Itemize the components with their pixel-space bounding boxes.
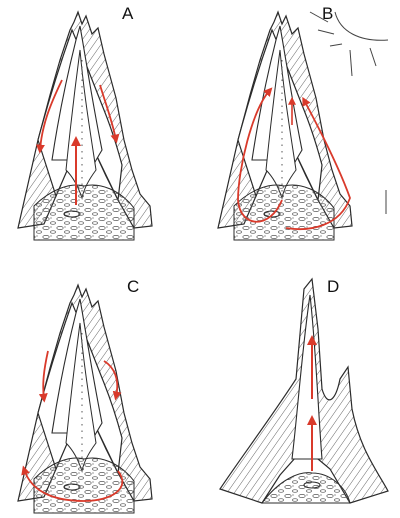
arrow-right-down	[99, 84, 120, 144]
arrow-left-down-c	[38, 350, 49, 403]
arrow-bottom-loop-c	[21, 465, 124, 502]
arrow-right-loop-c	[103, 360, 122, 401]
arrow-loop-left	[237, 87, 283, 223]
plant-diagram-a	[17, 11, 153, 241]
arrow-loop-right	[285, 96, 351, 231]
panel-a: A	[0, 0, 200, 259]
panel-label: A	[122, 4, 134, 23]
panel-c: C	[0, 259, 200, 518]
plant-diagram-d	[219, 277, 389, 504]
panel-label: B	[322, 4, 334, 23]
panel-label: D	[327, 277, 340, 296]
panel-label: C	[127, 277, 140, 296]
arrow-left-down	[35, 79, 63, 154]
plant-diagram-c	[17, 284, 153, 514]
sun-icon	[309, 11, 389, 77]
plant-diagram-b	[217, 11, 389, 241]
panel-b: B	[200, 0, 400, 259]
panel-d: D	[200, 259, 400, 518]
